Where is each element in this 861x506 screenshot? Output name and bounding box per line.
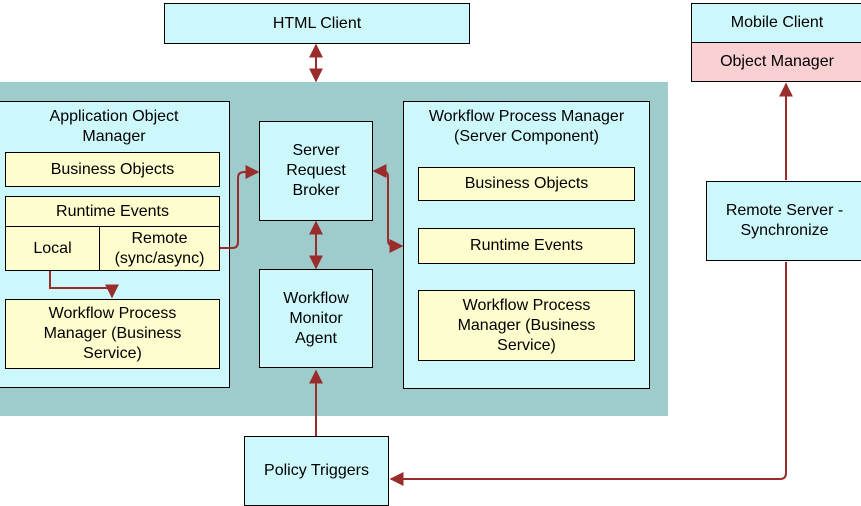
html-client-label: HTML Client [272, 14, 362, 32]
wpm-business-objects-box: Business Objects [418, 167, 635, 201]
local-label: Local [33, 239, 72, 257]
mobile-client-label: Mobile Client [730, 14, 824, 31]
wpm-workflow-process-manager-box: Workflow Process Manager (Business Servi… [418, 290, 635, 361]
policy-triggers-label: Policy Triggers [264, 462, 369, 479]
local-remote-divider [99, 226, 100, 270]
runtime-events-divider [6, 226, 219, 227]
wpm-business-objects-label: Business Objects [464, 175, 589, 192]
remote-server-label: Remote Server - Synchronize [725, 202, 844, 239]
wpm-runtime-events-box: Runtime Events [418, 228, 635, 264]
aom-runtime-events-label: Runtime Events [56, 202, 169, 220]
workflow-process-manager-server-title: Workflow Process Manager (Server Compone… [428, 108, 625, 145]
application-object-manager-title: Application Object Manager [49, 108, 179, 145]
object-manager-box: Object Manager [691, 42, 861, 82]
remote-server-box: Remote Server - Synchronize [706, 181, 861, 261]
local-to-workflow-arrow [49, 271, 119, 299]
html-client-box: HTML Client [164, 3, 470, 44]
workflow-monitor-agent-box: Workflow Monitor Agent [259, 269, 373, 368]
broker-wpm-server-arrow [372, 164, 404, 253]
object-manager-label: Object Manager [720, 53, 834, 70]
remote-label: Remote (sync/async) [114, 230, 205, 267]
remote-server-policy-arrow [389, 262, 787, 486]
aom-business-objects-box: Business Objects [5, 152, 220, 187]
remote-to-broker-arrow [220, 165, 260, 249]
server-request-broker-box: Server Request Broker [259, 121, 373, 221]
wpm-workflow-process-manager-label: Workflow Process Manager (Business Servi… [457, 296, 596, 354]
aom-runtime-events-box: Runtime Events Local Remote (sync/async) [5, 196, 220, 271]
wpm-runtime-events-label: Runtime Events [470, 237, 583, 254]
aom-business-objects-label: Business Objects [50, 160, 175, 178]
aom-workflow-process-manager-box: Workflow Process Manager (Business Servi… [5, 299, 220, 369]
aom-workflow-process-manager-label: Workflow Process Manager (Business Servi… [43, 305, 182, 362]
workflow-monitor-agent-label: Workflow Monitor Agent [283, 289, 349, 347]
policy-triggers-box: Policy Triggers [244, 436, 389, 506]
server-request-broker-label: Server Request Broker [286, 142, 346, 199]
